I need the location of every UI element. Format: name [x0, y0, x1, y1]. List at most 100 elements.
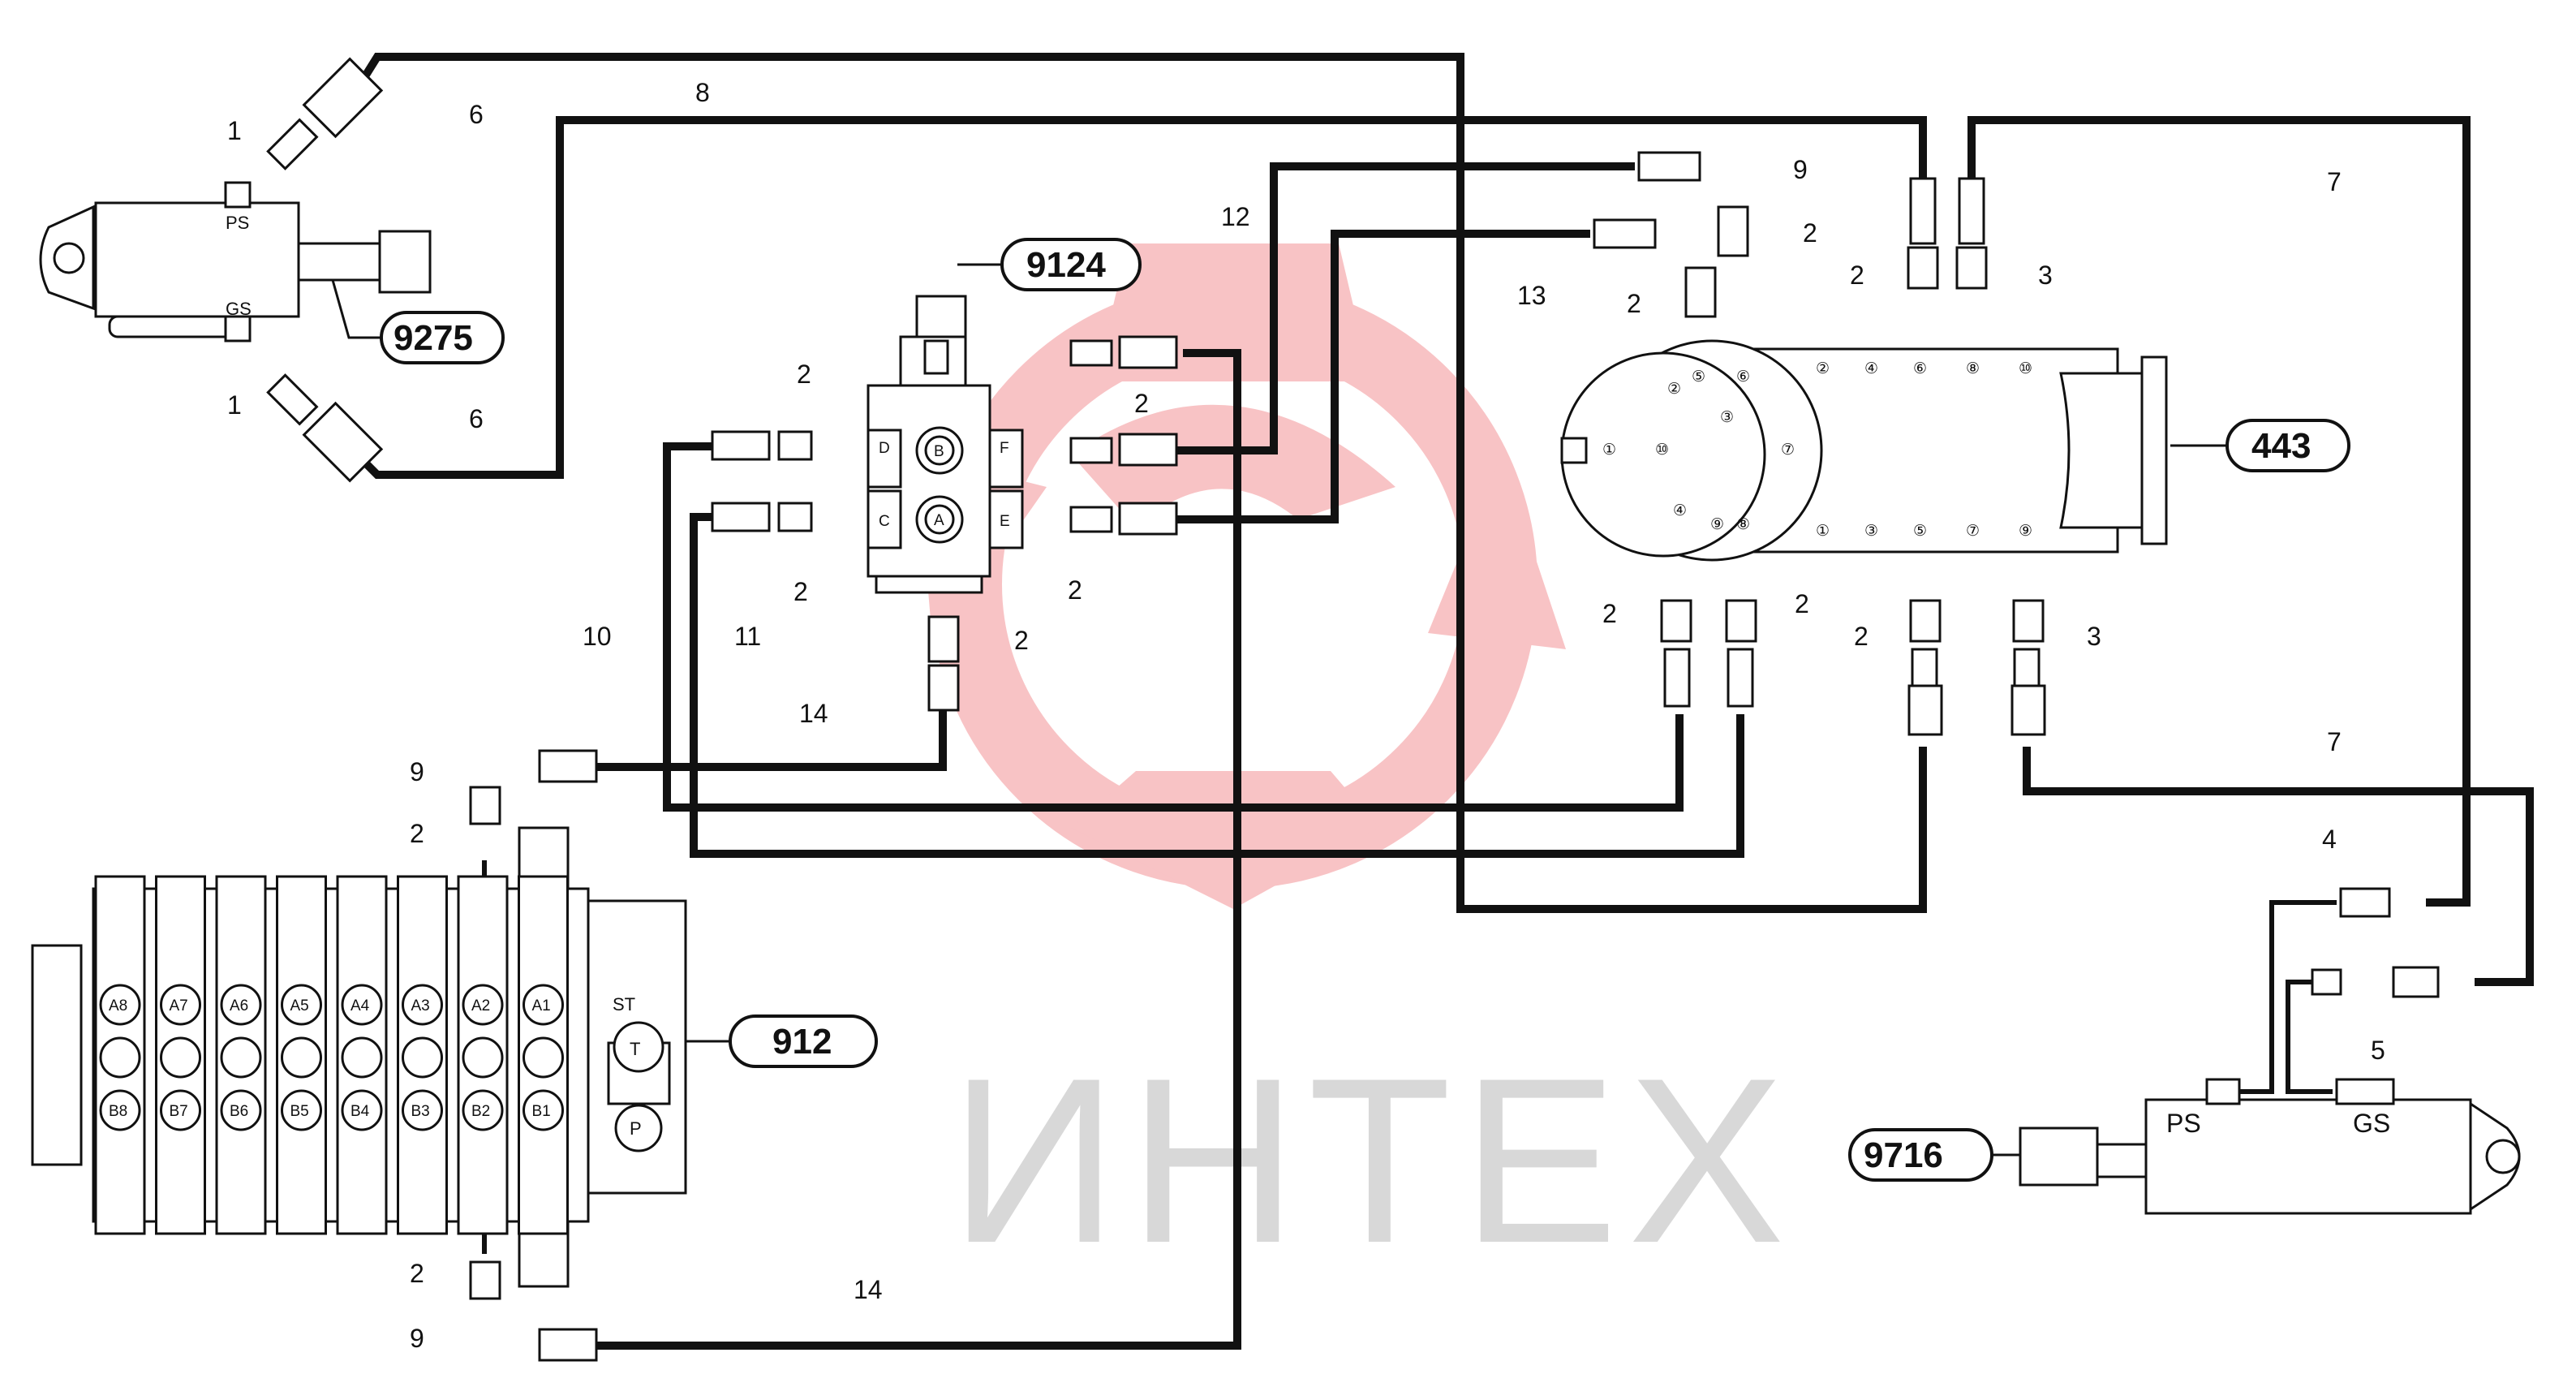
- swivel-port-3-bot: ③: [1864, 523, 1878, 540]
- swivel-face-3: ③: [1720, 409, 1734, 426]
- section-port-b: [402, 1089, 443, 1131]
- section-port-b: [523, 1089, 564, 1131]
- item-3-a: 3: [2038, 261, 2053, 290]
- section-label-a: A2: [471, 997, 490, 1014]
- cyl-9275-ps: PS: [226, 213, 249, 233]
- hose-7-upper: [1967, 116, 2471, 907]
- section-port-a: [99, 984, 141, 1026]
- section-port-a: [402, 984, 443, 1026]
- cylinder-9716: [2019, 1078, 2521, 1215]
- section-spool: [160, 1036, 201, 1079]
- item-14-top: 14: [799, 699, 828, 728]
- section-label-a: A5: [290, 997, 309, 1014]
- section-port-b: [99, 1089, 141, 1131]
- hose-4: [2227, 900, 2337, 1094]
- section-port-a: [462, 984, 504, 1026]
- item-1-bottom: 1: [227, 390, 242, 420]
- callouts: [380, 238, 2350, 1182]
- hose-5: [2286, 980, 2337, 1094]
- section-port-a: [523, 984, 564, 1026]
- hose-11: [690, 513, 1744, 858]
- item-12: 12: [1221, 202, 1250, 231]
- section-port-b: [462, 1089, 504, 1131]
- callout-9275: 9275: [393, 318, 473, 358]
- section-port-b: [160, 1089, 201, 1131]
- item-2-a: 2: [1803, 218, 1817, 248]
- hose-12: [1168, 162, 1635, 454]
- section-port-b: [281, 1089, 322, 1131]
- item-6-top: 6: [469, 100, 484, 129]
- section-label-a: A1: [532, 997, 551, 1014]
- section-port-b: [220, 1089, 262, 1131]
- item-2-l: 2: [1854, 622, 1869, 651]
- hose-lines: [353, 53, 2534, 1350]
- item-9-top: 9: [1793, 155, 1808, 184]
- item-10: 10: [583, 622, 612, 651]
- callout-443: 443: [2251, 426, 2311, 466]
- swivel-443: [1560, 339, 2168, 562]
- item-7-top: 7: [2327, 167, 2342, 196]
- item-13: 13: [1517, 281, 1546, 310]
- section-label-b: B5: [290, 1103, 309, 1120]
- item-5: 5: [2371, 1036, 2385, 1065]
- item-6-bottom: 6: [469, 404, 484, 433]
- section-spool: [220, 1036, 262, 1079]
- item-numbers: 1 1 6 6 8 9 2 12 13 2 2 3 7 2 2 2 2 2 10…: [227, 78, 2385, 1353]
- swivel-port-4-top: ④: [1864, 360, 1878, 377]
- item-2-j: 2: [1602, 599, 1617, 628]
- section-spool: [341, 1036, 383, 1079]
- callout-leaders: [331, 263, 2227, 1157]
- swivel-face-8: ⑧: [1736, 516, 1750, 533]
- swivel-port-2-top: ②: [1816, 360, 1830, 377]
- swivel-port-1-bot: ①: [1816, 523, 1830, 540]
- item-4: 4: [2322, 825, 2337, 854]
- hose-13: [1168, 230, 1590, 523]
- section-port-a: [341, 984, 383, 1026]
- watermark-text: ИНТЕХ: [949, 1029, 1795, 1292]
- cyl-9716-gs: GS: [2353, 1109, 2390, 1138]
- swivel-port-9-bot: ⑨: [2019, 523, 2032, 540]
- cv-st: ST: [613, 994, 635, 1014]
- item-2-k: 2: [1795, 589, 1809, 618]
- section-port-a: [160, 984, 201, 1026]
- item-1-top: 1: [227, 116, 242, 145]
- item-2-d: 2: [797, 360, 811, 389]
- fittings: [266, 57, 2440, 1362]
- valve-port-f: F: [1000, 440, 1009, 457]
- item-7-bottom: 7: [2327, 727, 2342, 756]
- section-label-a: A6: [230, 997, 248, 1014]
- item-11: 11: [734, 622, 761, 651]
- valve-port-d: D: [879, 440, 890, 457]
- section-spool: [99, 1036, 141, 1079]
- section-spool: [402, 1036, 443, 1079]
- item-9-bottom: 9: [410, 1324, 424, 1353]
- swivel-port-8-top: ⑧: [1966, 360, 1980, 377]
- item-2-g: 2: [1068, 575, 1082, 605]
- swivel-face-10: ⑩: [1655, 442, 1669, 459]
- section-label-b: B1: [532, 1103, 551, 1120]
- swivel-ports: ② ④ ⑥ ⑧ ⑩ ① ③ ⑤ ⑦ ⑨ ⑤ ⑥ ② ③ ① ⑩ ⑦ ④ ⑨ ⑧: [1602, 360, 2032, 540]
- section-spool: [281, 1036, 322, 1079]
- valve-9124: [867, 295, 1024, 594]
- section-label-a: A3: [411, 997, 430, 1014]
- hose-6-lower: [354, 116, 1927, 479]
- section-spool: [462, 1036, 504, 1079]
- section-label-a: A7: [170, 997, 188, 1014]
- swivel-port-7-bot: ⑦: [1966, 523, 1980, 540]
- callout-9716: 9716: [1864, 1135, 1943, 1175]
- valve-port-b: B: [934, 443, 944, 460]
- section-port-a: [220, 984, 262, 1026]
- item-2-f: 2: [793, 577, 808, 606]
- swivel-face-2: ②: [1667, 381, 1681, 398]
- cylinder-9275: [39, 181, 432, 342]
- cv-t: T: [630, 1039, 640, 1059]
- valve-port-a: A: [934, 512, 944, 529]
- section-spool: [523, 1036, 564, 1079]
- item-2-c: 2: [1850, 261, 1864, 290]
- item-9-left: 9: [410, 757, 424, 786]
- section-label-b: B7: [170, 1103, 188, 1120]
- item-3-b: 3: [2087, 622, 2101, 651]
- hose-10: [663, 442, 1684, 812]
